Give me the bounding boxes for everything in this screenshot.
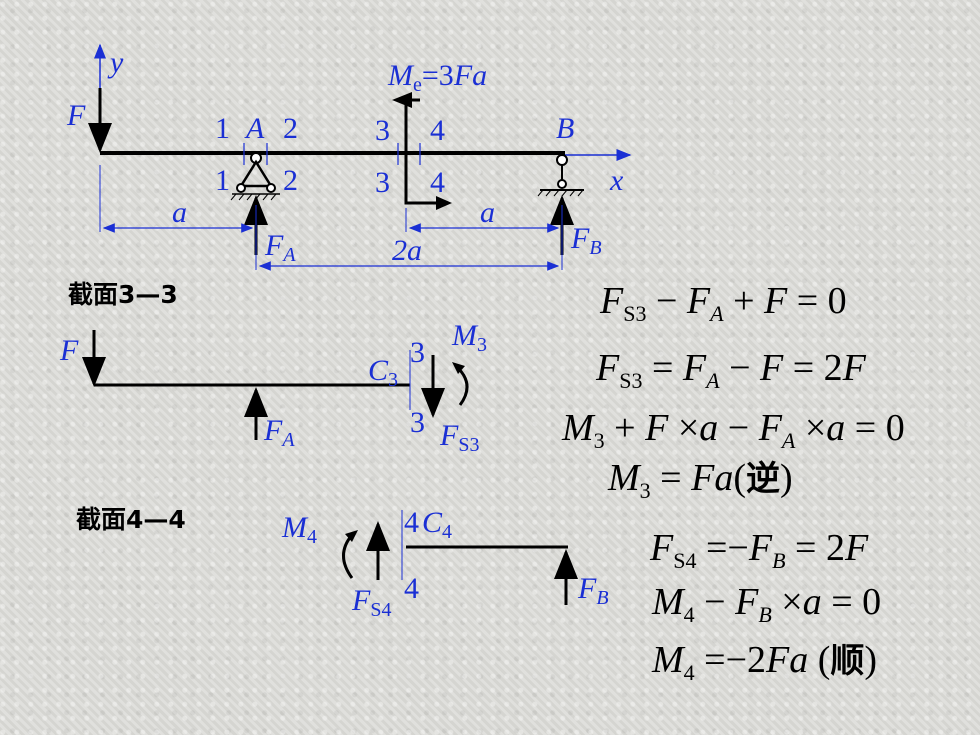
support-A [230,152,280,201]
equation-3: M3 + F ×a − FA ×a = 0 [561,407,905,453]
section-4-4: 截面4—4 M4 FS4 4 4 C4 FB [76,505,609,621]
section33-M3-label: M3 [451,319,487,356]
load-F-label: F [66,99,86,132]
section33-F-label: F [59,334,79,367]
equation-2: FS3 = FA − F = 2F [595,347,867,393]
dim-a-right-label: a [480,196,495,229]
sec2-bottom: 2 [283,164,298,197]
section44-M4-arc [342,534,354,579]
section33-M3-arc [456,366,469,406]
equation-7: M4 =−2Fa (顺) [651,639,877,685]
moment-arrowhead-right [436,196,452,210]
reaction-FB-label: FB [570,222,602,259]
sec1-top: 1 [215,112,230,145]
dim-a-left-label: a [172,196,187,229]
y-axis-label: y [107,46,124,79]
section44-num-top: 4 [404,506,419,539]
sec2-top: 2 [283,112,298,145]
section44-M4-label: M4 [281,511,317,548]
point-A-label: A [244,112,265,145]
reaction-FA-label: FA [264,229,296,266]
section33-num-bottom: 3 [410,406,425,439]
sec3-top: 3 [375,114,390,147]
section44-FS4-label: FS4 [351,584,391,621]
top-beam-diagram: y x F Me=3Fa 1 1 2 2 3 3 4 4 [66,43,632,271]
section44-C4-label: C4 [422,506,452,543]
moment-Me-arrow [404,98,440,205]
equation-4: M3 = Fa(逆) [607,457,793,503]
point-B-label: B [556,112,574,145]
section33-C-label: C3 [368,354,398,391]
section33-num-top: 3 [410,336,425,369]
section44-num-bottom: 4 [404,572,419,605]
equation-6: M4 − FB ×a = 0 [651,581,881,627]
section33-M3-head [452,362,465,374]
section44-FB-label: FB [577,572,609,609]
sec1-bottom: 1 [215,164,230,197]
section44-M4-head [345,530,358,542]
dim-2a-label: 2a [392,234,422,267]
sec4-top: 4 [430,114,445,147]
x-axis-label: x [609,164,624,197]
section33-title: 截面3—3 [68,280,178,309]
equations: FS3 − FA + F = 0 FS3 = FA − F = 2F M3 + … [561,280,905,685]
sec3-bottom: 3 [375,166,390,199]
section33-FS3-label: FS3 [439,419,479,456]
sec4-bottom: 4 [430,166,445,199]
equation-1: FS3 − FA + F = 0 [599,280,847,326]
section33-FA-label: FA [263,414,295,451]
moment-arrowhead-left [392,92,412,108]
section-3-3: 截面3—3 F FA C3 3 3 FS3 M3 [59,280,487,456]
section44-title: 截面4—4 [76,505,186,534]
moment-M-label: Me=3Fa [387,59,487,96]
support-B [537,154,584,197]
equation-5: FS4 =−FB = 2F [649,527,869,573]
